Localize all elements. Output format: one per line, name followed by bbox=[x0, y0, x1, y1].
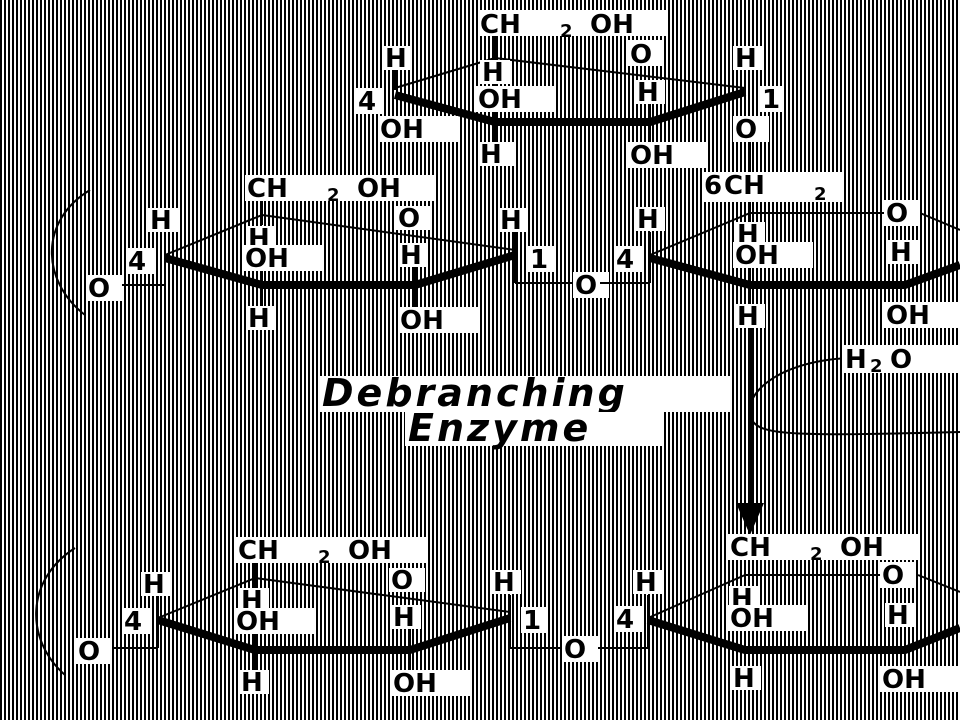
glycosidic-oxygen-label: O bbox=[88, 274, 110, 304]
h-label: H bbox=[385, 44, 407, 74]
h-label: H bbox=[143, 570, 165, 600]
carbon-4-label: 4 bbox=[128, 247, 146, 277]
carbon-4-label: 4 bbox=[124, 607, 142, 637]
carbon-6-label: 6 bbox=[704, 171, 722, 201]
water-h2-label: H bbox=[845, 345, 867, 375]
h-label: H bbox=[887, 601, 909, 631]
ring-oxygen-label: O bbox=[882, 561, 904, 591]
enzyme-line-2: Enzyme bbox=[408, 406, 591, 450]
glycosidic-oxygen-label: O bbox=[78, 637, 100, 667]
bottom-left-glucose-unit: CH 2 OH H O H H 4 OH H 1 O O H OH bbox=[35, 536, 598, 699]
ch2oh-subscript: 2 bbox=[318, 547, 331, 568]
oh-label: OH bbox=[400, 306, 444, 336]
ch2-subscript: 2 bbox=[814, 184, 827, 205]
enzyme-label: Debranching Enzyme bbox=[318, 371, 730, 450]
top-glucose-unit: CH 2 OH O H H H 4 OH H 1 OH O H OH bbox=[356, 10, 784, 225]
water-curve bbox=[748, 357, 960, 436]
ch2-label: CH bbox=[724, 171, 765, 201]
oh-label: OH bbox=[886, 301, 930, 331]
water-o-label: O bbox=[890, 345, 912, 375]
h-label: H bbox=[248, 304, 270, 334]
oh-label: OH bbox=[393, 669, 437, 699]
ch2oh-label: CH bbox=[480, 10, 521, 40]
ch2oh-subscript: 2 bbox=[327, 185, 340, 206]
middle-right-glucose-unit: H O H 4 OH H H OH bbox=[600, 199, 960, 332]
carbon-1-label: 1 bbox=[530, 245, 548, 275]
h-label: H bbox=[480, 140, 502, 170]
h-label: H bbox=[150, 206, 172, 236]
ch2oh-tail: OH bbox=[357, 174, 401, 204]
ch2oh-label: CH bbox=[247, 174, 288, 204]
glycosidic-oxygen-label: O bbox=[564, 635, 586, 665]
carbon-1-label: 1 bbox=[762, 85, 780, 115]
ring-oxygen-label: O bbox=[391, 566, 413, 596]
h-label: H bbox=[637, 205, 659, 235]
oh-label: OH bbox=[730, 604, 774, 634]
ch2oh-tail: OH bbox=[840, 533, 884, 563]
oh-label: OH bbox=[630, 141, 674, 171]
ring-oxygen-label: O bbox=[398, 204, 420, 234]
h-label: H bbox=[241, 668, 263, 698]
glycosidic-oxygen-label: O bbox=[575, 271, 597, 301]
h-label: H bbox=[635, 568, 657, 598]
chain-continuation-arc bbox=[35, 547, 76, 676]
h-label: H bbox=[637, 78, 659, 108]
carbon-4-label: 4 bbox=[616, 245, 634, 275]
ch2oh-subscript: 2 bbox=[810, 544, 823, 565]
ch2oh-label: CH bbox=[730, 533, 771, 563]
ch2oh-subscript: 2 bbox=[560, 21, 573, 42]
h-label: H bbox=[482, 58, 504, 88]
ring-oxygen-label: O bbox=[630, 40, 652, 70]
ch2oh-tail: OH bbox=[590, 10, 634, 40]
chain-continuation-arc bbox=[50, 189, 91, 316]
oh-label: OH bbox=[236, 607, 280, 637]
oh-label: OH bbox=[380, 115, 424, 145]
alpha-1-6-branch-link: 6 CH 2 bbox=[702, 171, 842, 205]
bottom-right-glucose-unit: CH 2 OH H O H 4 OH H H OH bbox=[598, 533, 960, 695]
h-label: H bbox=[493, 568, 515, 598]
h-label: H bbox=[500, 206, 522, 236]
h-label: H bbox=[393, 603, 415, 633]
enzyme-line-1: Debranching bbox=[322, 371, 628, 415]
oh-label: OH bbox=[245, 244, 289, 274]
ch2oh-tail: OH bbox=[348, 536, 392, 566]
h-label: H bbox=[400, 241, 422, 271]
oh-label: OH bbox=[882, 665, 926, 695]
oh-label: OH bbox=[478, 85, 522, 115]
middle-left-glucose-unit: CH 2 OH H O H H 4 OH H 1 O O H OH bbox=[50, 174, 609, 336]
h-label: H bbox=[737, 302, 759, 332]
carbon-1-label: 1 bbox=[523, 606, 541, 636]
carbon-4-label: 4 bbox=[616, 605, 634, 635]
carbon-4-label: 4 bbox=[358, 87, 376, 117]
ch2oh-label: CH bbox=[238, 536, 279, 566]
ring-oxygen-label: O bbox=[886, 199, 908, 229]
h-label: H bbox=[735, 44, 757, 74]
oh-label: OH bbox=[735, 241, 779, 271]
h-label: H bbox=[890, 238, 912, 268]
hydrolysis-arrow: H 2 O bbox=[736, 328, 960, 535]
h-label: H bbox=[733, 664, 755, 694]
glycosidic-oxygen-label: O bbox=[735, 115, 757, 145]
water-subscript: 2 bbox=[870, 356, 883, 377]
